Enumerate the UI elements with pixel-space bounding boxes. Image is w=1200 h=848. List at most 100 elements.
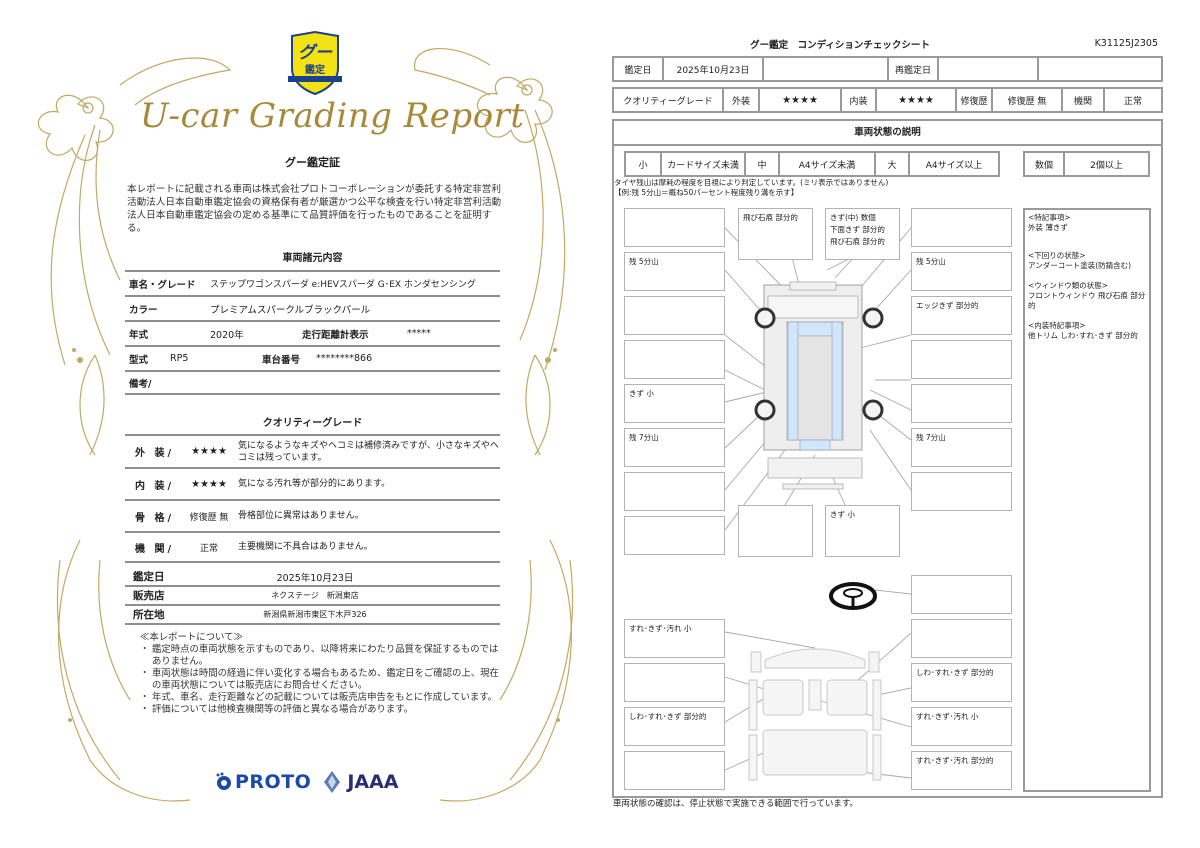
note-item: 鑑定時点の車両状態を示すものであり、以降将来にわたり品質を保証するものではありま… xyxy=(140,644,500,668)
mileage-label: 走行距離計表示 xyxy=(302,329,369,341)
jaaa-logo: JAAA xyxy=(323,770,399,794)
appraisal-info-table: 鑑定日 2025年10月23日 販売店 ネクステージ 新潟東店 所在地 新潟県新… xyxy=(125,568,500,625)
count-key: 数個 xyxy=(1025,153,1065,175)
condition-box: エッジきず 部分的 xyxy=(911,296,1012,335)
location-value: 新潟県新潟市東区下木戸326 xyxy=(263,610,367,619)
car-interior-view xyxy=(748,648,882,781)
remarks-panel: <特記事項> 外装 薄きず <下回りの状態> アンダーコート塗装(防錆含む) <… xyxy=(1023,208,1151,792)
partner-logos: PROTO JAAA xyxy=(215,770,399,794)
jaaa-mark-icon xyxy=(324,771,341,793)
remark-body: 外装 薄きず xyxy=(1028,223,1068,232)
engine-value: 正常 xyxy=(199,543,218,554)
condition-box xyxy=(911,208,1012,247)
name-grade-value: ステップワゴンスパーダ e:HEVスパーダ G･EX ホンダセンシング xyxy=(210,280,476,290)
condition-box xyxy=(911,575,1012,614)
date-row: 鑑定日 2025年10月23日 再鑑定日 xyxy=(612,56,1163,82)
condition-box: 残 5分山 xyxy=(911,252,1012,291)
vehicle-diagram xyxy=(724,227,912,781)
size-large-desc: A4サイズ以上 xyxy=(925,160,983,171)
condition-box: きず 小 xyxy=(624,384,725,423)
note-item: 年式、車名、走行距離などの記載については販売店申告をもとに作成しています。 xyxy=(140,692,500,704)
remark-body: 他トリム しわ･すれ･きず 部分的 xyxy=(1028,331,1138,340)
date-label: 鑑定日 xyxy=(614,58,664,80)
size-legend: 小 カードサイズ未満 中 A4サイズ未満 大 A4サイズ以上 xyxy=(624,151,1000,177)
location-label: 所在地 xyxy=(133,609,165,621)
svg-text:グー: グー xyxy=(298,43,333,63)
condition-box xyxy=(624,751,725,790)
remark-block: <内装特記事項> 他トリム しわ･すれ･きず 部分的 xyxy=(1028,321,1146,341)
model-value: RP5 xyxy=(170,353,189,364)
color-label: カラー xyxy=(129,304,158,316)
appraisal-date-value: 2025年10月23日 xyxy=(276,572,354,584)
tire-note-line-1: タイヤ残山は摩耗の程度を目視により判定しています。(ミリ表示ではありません) xyxy=(614,178,889,187)
name-grade-label: 車名・グレード xyxy=(129,279,196,291)
condition-box xyxy=(624,516,725,555)
condition-box: すれ･きず･汚れ 小 xyxy=(624,619,725,658)
repair-value: 修復歴 無 xyxy=(993,89,1063,111)
info-row-location: 所在地 新潟県新潟市東区下木戸326 xyxy=(125,606,500,625)
condition-box: きず 小 xyxy=(825,505,900,557)
condition-box xyxy=(911,619,1012,658)
repair-label: 修復歴 xyxy=(957,89,993,111)
dealer-value: ネクステージ 新潟東店 xyxy=(271,591,359,600)
interior-label: 内 装/ xyxy=(135,480,175,492)
size-medium-key: 中 xyxy=(746,153,780,175)
svg-text:鑑定: 鑑定 xyxy=(305,63,325,76)
spec-section-title: 車両諸元内容 xyxy=(282,253,343,264)
condition-box xyxy=(738,505,813,557)
frame-label: 骨 格/ xyxy=(135,512,175,524)
spec-row-remarks: 備考/ xyxy=(125,370,500,395)
size-small-key: 小 xyxy=(626,153,662,175)
condition-box: しわ･すれ･きず 部分的 xyxy=(911,663,1012,702)
engine-desc: 主要機関に不具合はありません。 xyxy=(238,542,373,552)
year-value: 2020年 xyxy=(210,329,244,341)
car-top-view xyxy=(754,281,884,490)
proto-logo-text: PROTO xyxy=(235,771,312,793)
proto-logo: PROTO xyxy=(215,771,311,793)
info-row-date: 鑑定日 2025年10月23日 xyxy=(125,568,500,587)
footer-note: 車両状態の確認は、停止状態で実施できる範囲で行っています。 xyxy=(613,799,859,809)
certificate-heading: グー鑑定証 xyxy=(285,156,340,169)
tire-note-line-2: 【例:残 5分山＝概ね50パーセント程度残り溝を示す】 xyxy=(614,188,799,197)
reappraisal-label: 再鑑定日 xyxy=(889,58,939,80)
condition-box: すれ･きず･汚れ 小 xyxy=(911,707,1012,746)
grade-row-frame: 骨 格/ 修復歴 無 骨格部位に異常はありません。 xyxy=(125,499,500,531)
condition-box xyxy=(624,208,725,247)
tire-note: タイヤ残山は摩耗の程度を目視により判定しています。(ミリ表示ではありません) 【… xyxy=(614,178,888,198)
info-row-dealer: 販売店 ネクステージ 新潟東店 xyxy=(125,587,500,606)
goo-kantei-shield-icon: グー 鑑定 xyxy=(288,30,342,96)
remark-body: アンダーコート塗装(防錆含む) xyxy=(1028,261,1132,270)
condition-box: すれ･きず･汚れ 部分的 xyxy=(911,751,1012,790)
interior-stars: ★★★★ xyxy=(191,478,227,490)
condition-box xyxy=(624,663,725,702)
condition-box xyxy=(624,296,725,335)
condition-frame: 車両状態の説明 xyxy=(612,119,1163,798)
exterior-stars: ★★★★ xyxy=(191,446,227,457)
remark-body: フロントウィンドウ 飛び石痕 部分的 xyxy=(1028,291,1146,310)
color-value: プレミアムスパークルブラックパール xyxy=(210,304,371,316)
condition-box: 飛び石痕 部分的 xyxy=(738,208,813,260)
grading-certificate: グー 鑑定 U-car Grading Report グー鑑定証 本レポートに記… xyxy=(0,0,605,848)
size-medium-desc: A4サイズ未満 xyxy=(780,153,876,175)
condition-box xyxy=(624,472,725,511)
remark-block: <ウィンドウ類の状態> フロントウィンドウ 飛び石痕 部分的 xyxy=(1028,281,1146,311)
date-value: 2025年10月23日 xyxy=(664,58,764,80)
steering-wheel-icon xyxy=(829,582,877,610)
report-notes: ≪本レポートについて≫ 鑑定時点の車両状態を示すものであり、以降将来にわたり品質… xyxy=(140,632,500,716)
proto-mark-icon xyxy=(216,772,231,790)
grade-row-interior: 内 装/ ★★★★ 気になる汚れ等が部分的にあります。 xyxy=(125,467,500,499)
exterior-label: 外装 xyxy=(724,89,760,111)
condition-box xyxy=(624,340,725,379)
grade-row-exterior: 外 装/ ★★★★ 気になるようなキズやヘコミは補修済みですが、小さなキズやヘコ… xyxy=(125,434,500,467)
condition-box: 残 7分山 xyxy=(624,428,725,467)
exterior-label: 外 装/ xyxy=(135,448,175,459)
remark-heading: <内装特記事項> xyxy=(1028,321,1086,330)
certificate-intro-text: 本レポートに記載される車両は株式会社プロトコーポレーションが委託する特定非営利活… xyxy=(127,184,502,234)
jaaa-logo-text: JAAA xyxy=(347,771,399,793)
quality-grade-table: 外 装/ ★★★★ 気になるようなキズやヘコミは補修済みですが、小さなキズやヘコ… xyxy=(125,434,500,563)
spec-row-color: カラー プレミアムスパークルブラックパール xyxy=(125,295,500,320)
condition-box xyxy=(911,340,1012,379)
size-large-key: 大 xyxy=(876,153,910,175)
note-item: 評価については他検査機関等の評価と異なる場合があります。 xyxy=(140,704,500,716)
remark-heading: <ウィンドウ類の状態> xyxy=(1028,281,1109,290)
